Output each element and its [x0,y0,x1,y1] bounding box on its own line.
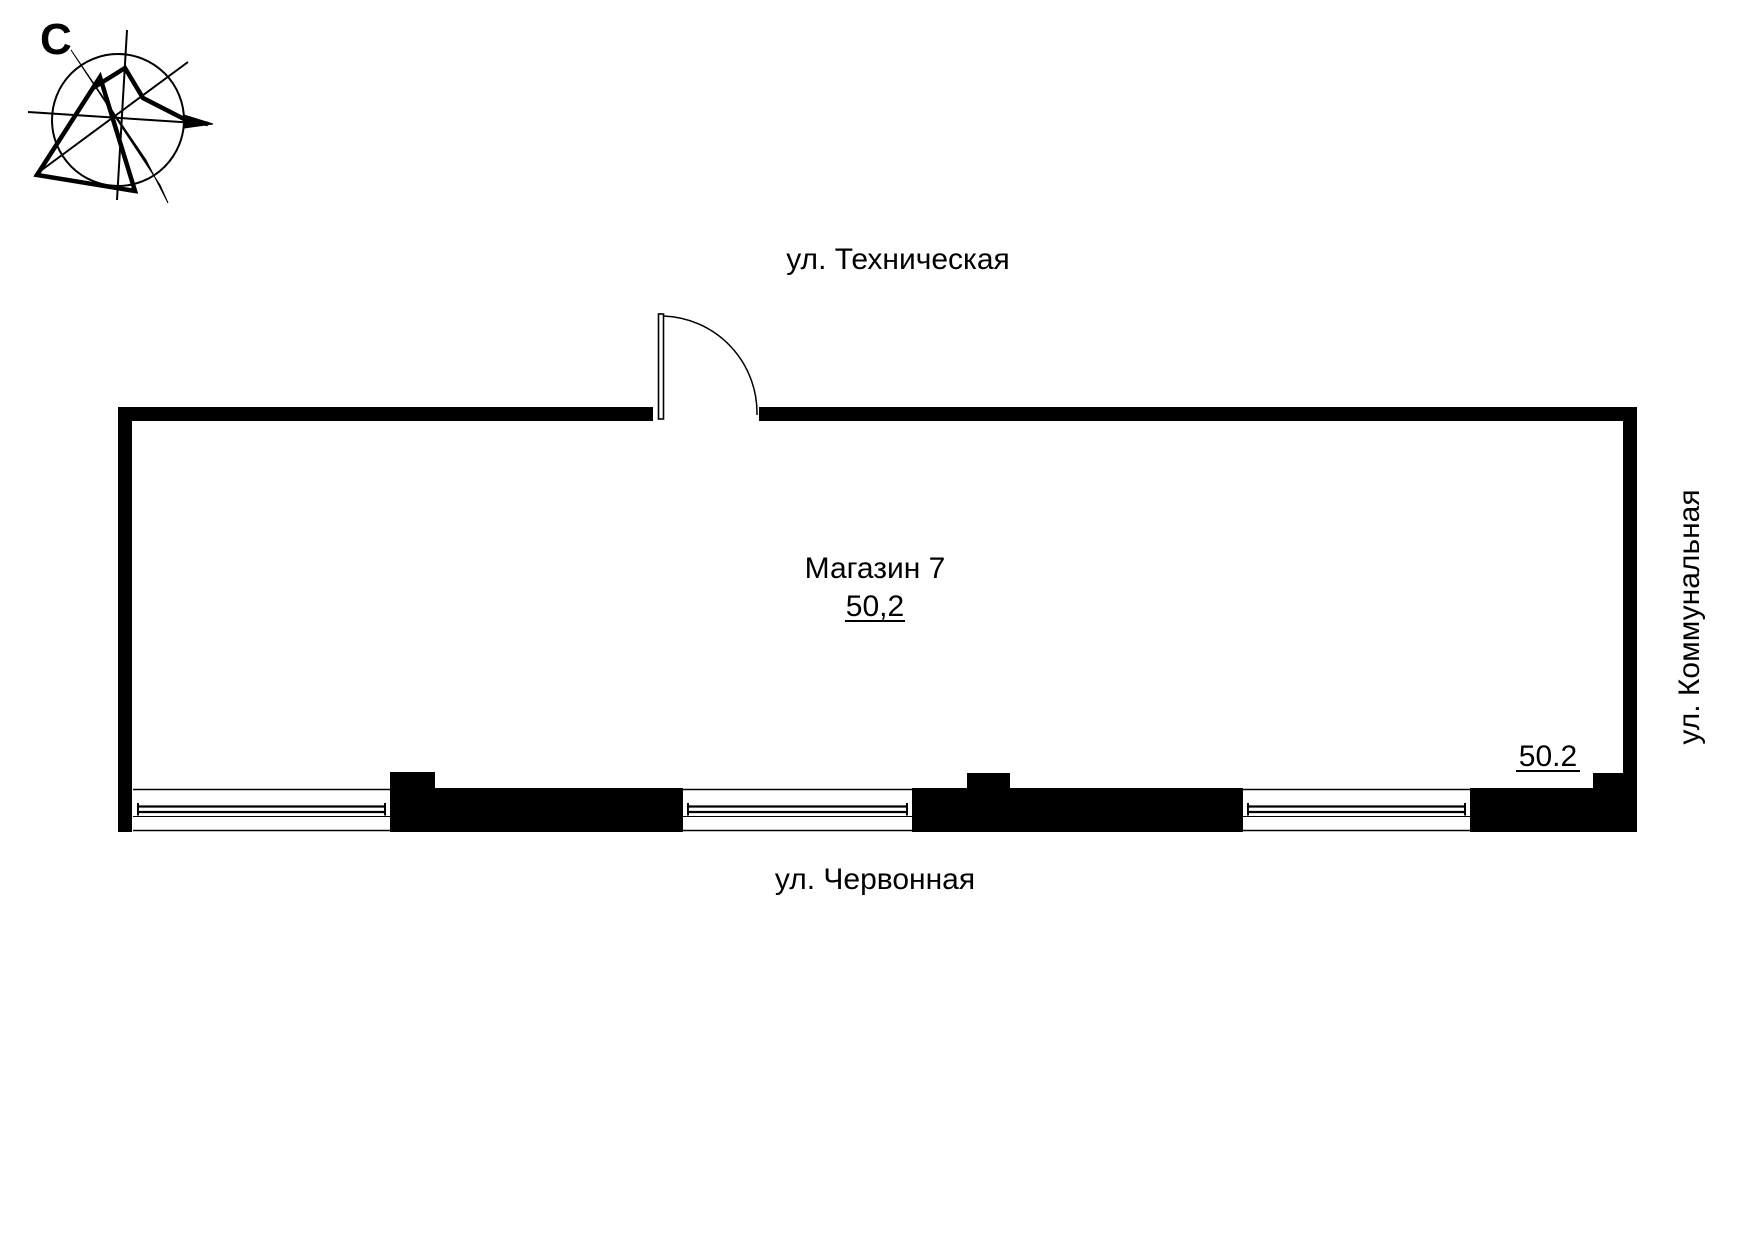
right-wall [1623,407,1637,832]
compass-triangle [33,71,139,194]
storefront-window-2 [683,788,912,832]
compass-needle [70,49,169,204]
top-wall-right-segment [759,407,1637,421]
street-label-top: ул. Техническая [786,243,1010,276]
compass-axis-vertical [116,29,128,201]
bottom-wall-pier-3 [1470,788,1637,832]
top-wall-left-segment [118,407,653,421]
bottom-wall-pier-1 [390,788,683,832]
compass-east-pointer [183,114,214,129]
bottom-wall-column-3 [1593,773,1637,789]
street-label-bottom: ул. Червонная [775,863,975,896]
storefront-window-3 [1243,788,1470,832]
bottom-wall-column-1 [390,772,435,789]
entrance-door [657,313,758,420]
street-label-right: ул. Коммунальная [1673,489,1706,744]
door-leaf [657,313,665,420]
corner-area-label: 50.2 [1519,740,1577,773]
room-area-label: 50,2 [846,590,904,623]
left-wall [118,407,132,832]
compass-rose: С [27,15,214,204]
storefront-window-1 [133,788,390,832]
door-swing-arc [663,315,758,416]
compass-north-label: С [40,15,72,64]
bottom-wall-column-2 [967,773,1010,789]
bottom-wall-pier-2 [912,788,1243,832]
building-shell [118,407,1637,832]
room-name-label: Магазин 7 [805,552,946,585]
